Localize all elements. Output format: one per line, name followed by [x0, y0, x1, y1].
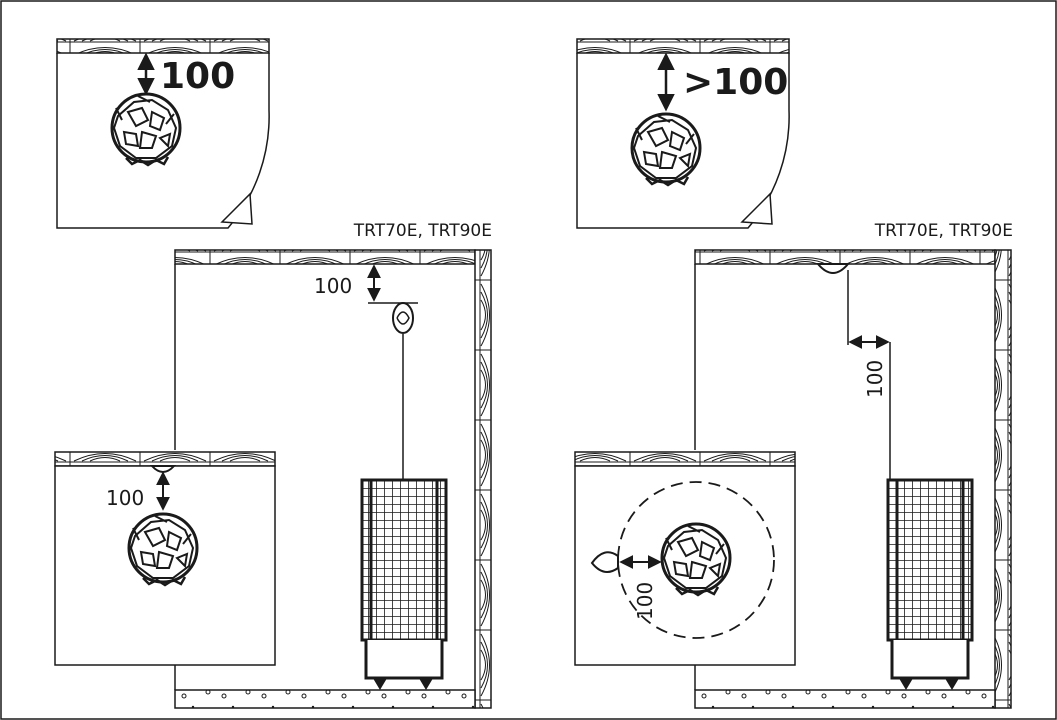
top-view-distance-label: 100 [160, 56, 235, 97]
right-side-view: 100 [694, 249, 1012, 709]
ceiling-wood-strip [174, 249, 476, 265]
concrete-floor [174, 689, 476, 709]
ceiling-wood-strip [56, 38, 270, 54]
right-panel: >100 TRT70E, TRT90E 100 [574, 38, 1013, 709]
right-top-view: >100 [576, 38, 790, 229]
right-plan-view: 100 [574, 451, 796, 666]
sensor-icon [392, 302, 414, 334]
wall-wood-strip [994, 249, 1012, 709]
top-view-outline [56, 53, 270, 229]
top-view-outline [576, 53, 790, 229]
plan-view-distance-label: 100 [106, 486, 144, 510]
sensor-icon [590, 551, 619, 573]
clearance-circle [617, 481, 775, 639]
ceiling-wood-strip [54, 451, 276, 467]
model-label: TRT70E, TRT90E [874, 221, 1013, 241]
concrete-floor [694, 689, 996, 709]
left-top-view: 100 [56, 38, 270, 229]
side-view-distance-label: 100 [314, 274, 352, 298]
ceiling-wood-strip [576, 38, 790, 54]
ceiling-wood-strip [574, 451, 796, 467]
model-label: TRT70E, TRT90E [353, 221, 492, 241]
door-arrow-icon [220, 192, 253, 225]
sensor-icon-detail [396, 311, 410, 325]
ceiling-wood-strip [694, 249, 996, 265]
tower-heater-icon [360, 478, 448, 690]
stone-heater-icon [630, 112, 702, 187]
wall-wood-strip [474, 249, 492, 709]
left-plan-view: 100 [54, 451, 276, 666]
top-view-distance-label: >100 [683, 62, 788, 103]
left-side-view: 100 [174, 249, 492, 709]
plan-view-distance-label: 100 [633, 582, 657, 620]
sensor-icon [815, 263, 851, 274]
tower-heater-icon [886, 478, 974, 690]
stone-heater-icon [110, 92, 182, 167]
left-panel: 100 TRT70E, TRT90E 100 [54, 38, 492, 709]
side-view-distance-label: 100 [863, 360, 887, 398]
door-arrow-icon [740, 192, 773, 225]
